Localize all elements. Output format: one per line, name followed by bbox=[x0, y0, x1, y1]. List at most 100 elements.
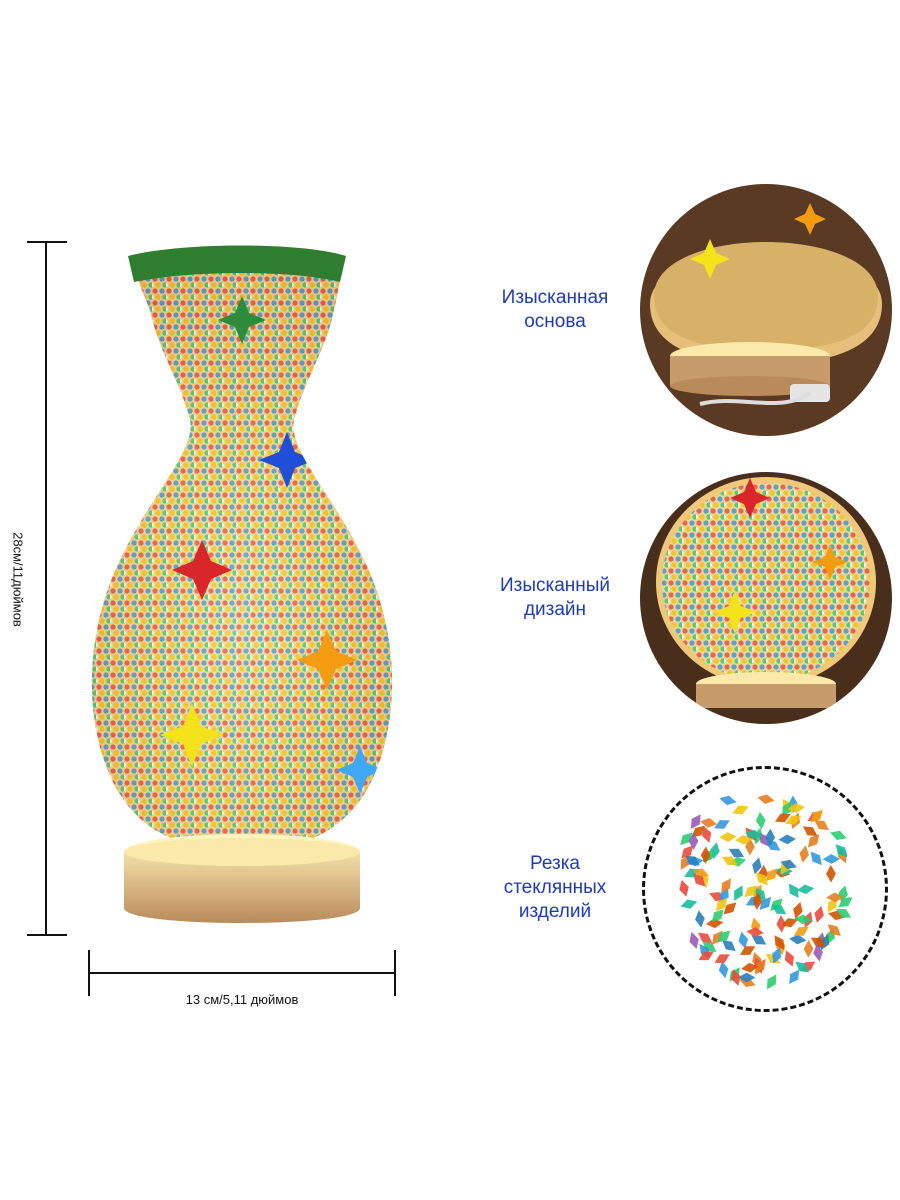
glass-shard bbox=[826, 864, 836, 883]
feature-label-line: Резка bbox=[530, 853, 580, 874]
glass-shard bbox=[744, 829, 763, 840]
glass-shard bbox=[813, 944, 823, 962]
glass-shard bbox=[692, 868, 710, 878]
glass-shard bbox=[738, 931, 748, 949]
glass-shard bbox=[810, 809, 823, 823]
mosaic-dome-photo bbox=[640, 472, 892, 724]
glass-shard bbox=[752, 857, 762, 875]
glass-shard bbox=[695, 910, 705, 928]
mosaic-vase-lamp-photo bbox=[82, 240, 402, 940]
width-dimension-line bbox=[88, 972, 396, 974]
glass-shard bbox=[754, 959, 766, 973]
glass-shard bbox=[757, 794, 775, 804]
feature-label-line: основа bbox=[524, 311, 586, 332]
glass-shard bbox=[719, 795, 737, 806]
glass-shard bbox=[771, 904, 787, 915]
glass-shard bbox=[752, 892, 763, 910]
feature-label-line: Изысканная bbox=[501, 287, 609, 308]
glass-shard bbox=[699, 818, 718, 828]
glass-shard bbox=[794, 914, 812, 925]
glass-shard bbox=[693, 873, 706, 887]
glass-shard bbox=[785, 815, 802, 825]
glass-shard bbox=[728, 848, 745, 858]
glass-shard bbox=[680, 899, 698, 909]
height-dimension-label: 28см/11дюймов bbox=[10, 532, 26, 627]
glass-shard bbox=[781, 918, 798, 928]
glass-pieces-photo bbox=[642, 766, 888, 1012]
glass-shard bbox=[702, 941, 717, 953]
glass-shard bbox=[701, 826, 712, 843]
width-dimension-cap-right bbox=[394, 950, 396, 996]
glass-shard bbox=[787, 803, 805, 813]
glass-shard bbox=[755, 811, 766, 830]
width-dimension-label: 13 см/5,11 дюймов bbox=[185, 992, 299, 1007]
glass-shard bbox=[826, 892, 844, 903]
glass-shard bbox=[723, 902, 737, 915]
glass-shard bbox=[734, 834, 753, 845]
glass-shard bbox=[810, 851, 822, 866]
glass-shard bbox=[714, 820, 730, 829]
glass-shard bbox=[802, 826, 818, 837]
glass-pieces-illustration bbox=[679, 794, 853, 990]
lamp-base-illustration bbox=[640, 184, 892, 436]
glass-shard bbox=[782, 801, 792, 817]
glass-shard bbox=[679, 879, 689, 897]
glass-shard bbox=[822, 854, 841, 864]
feature-label-line: изделий bbox=[518, 901, 592, 922]
glass-shard bbox=[796, 884, 815, 895]
glass-shard bbox=[719, 887, 729, 904]
glass-shard bbox=[776, 915, 787, 933]
glass-shard bbox=[685, 855, 700, 866]
glass-shard bbox=[744, 885, 758, 898]
mosaic-dome-illustration bbox=[640, 472, 892, 724]
glass-shard bbox=[780, 859, 797, 870]
glass-shard bbox=[691, 825, 705, 838]
glass-shard bbox=[814, 820, 829, 831]
glass-shard bbox=[721, 878, 731, 894]
glass-shard bbox=[690, 814, 701, 829]
glass-shard bbox=[737, 972, 756, 983]
glass-shard bbox=[712, 930, 723, 945]
glass-shard bbox=[793, 901, 803, 919]
glass-shard bbox=[741, 962, 759, 973]
glass-shard bbox=[772, 947, 782, 964]
height-dimension-cap-top bbox=[27, 241, 67, 243]
glass-shard bbox=[789, 969, 800, 984]
glass-shard bbox=[778, 834, 797, 845]
glass-shard bbox=[789, 934, 807, 945]
glass-shard bbox=[793, 926, 809, 937]
glass-shard bbox=[835, 908, 852, 918]
glass-shard bbox=[734, 885, 743, 901]
glass-shard bbox=[814, 905, 824, 923]
height-dimension-cap-bottom bbox=[27, 934, 67, 936]
glass-shard bbox=[721, 856, 738, 866]
glass-shard bbox=[732, 805, 749, 815]
glass-shard bbox=[774, 935, 785, 950]
glass-shard bbox=[766, 974, 777, 990]
glass-shard bbox=[715, 897, 728, 912]
glass-shard bbox=[799, 845, 810, 863]
glass-shard bbox=[828, 910, 846, 921]
height-dimension-line bbox=[45, 242, 47, 936]
glass-shard bbox=[714, 954, 730, 963]
glass-shard bbox=[689, 931, 699, 949]
glass-shard bbox=[755, 872, 768, 886]
glass-shard bbox=[784, 950, 794, 967]
glass-shard bbox=[830, 830, 847, 840]
glass-shard bbox=[746, 927, 764, 937]
mosaic-vase-illustration bbox=[91, 245, 393, 923]
glass-shard bbox=[765, 828, 776, 847]
glass-shard bbox=[807, 834, 820, 848]
glass-shard bbox=[810, 937, 826, 947]
glass-shard bbox=[838, 897, 853, 908]
feature-label-base: Изысканная основа bbox=[450, 286, 660, 334]
glass-shard bbox=[698, 951, 714, 961]
glass-shard bbox=[705, 918, 724, 929]
glass-shard bbox=[711, 909, 724, 923]
glass-shard bbox=[718, 961, 729, 979]
glass-shard bbox=[719, 832, 737, 842]
glass-shard bbox=[835, 844, 848, 858]
glass-shard bbox=[700, 846, 711, 864]
feature-label-line: стеклянных bbox=[503, 877, 607, 898]
glass-shard bbox=[745, 837, 755, 856]
